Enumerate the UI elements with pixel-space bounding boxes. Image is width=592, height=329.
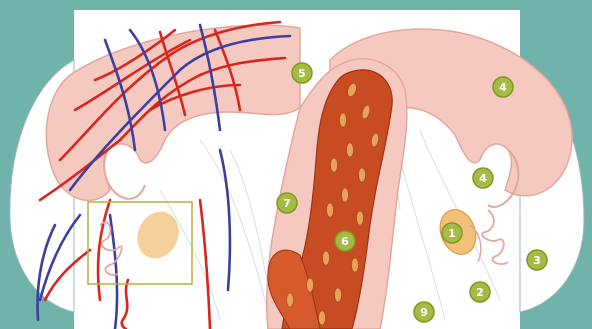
marker-4-upper-label: 4: [499, 81, 507, 94]
marker-6-label: 6: [341, 235, 349, 248]
marker-2: 2: [470, 282, 490, 302]
marker-4-upper: 4: [493, 77, 513, 97]
marker-5: 5: [292, 63, 312, 83]
marker-2-label: 2: [476, 286, 484, 299]
marker-5-label: 5: [298, 67, 306, 80]
marker-9: 9: [414, 302, 434, 322]
marker-3: 3: [527, 250, 547, 270]
marker-7-label: 7: [283, 197, 291, 210]
marker-7: 7: [277, 193, 297, 213]
marker-6: 6: [335, 231, 355, 251]
marker-4-lower: 4: [473, 168, 493, 188]
marker-4-lower-label: 4: [479, 172, 487, 185]
marker-1: 1: [442, 223, 462, 243]
marker-3-label: 3: [533, 254, 541, 267]
marker-9-label: 9: [420, 306, 428, 319]
marker-1-label: 1: [448, 227, 456, 240]
